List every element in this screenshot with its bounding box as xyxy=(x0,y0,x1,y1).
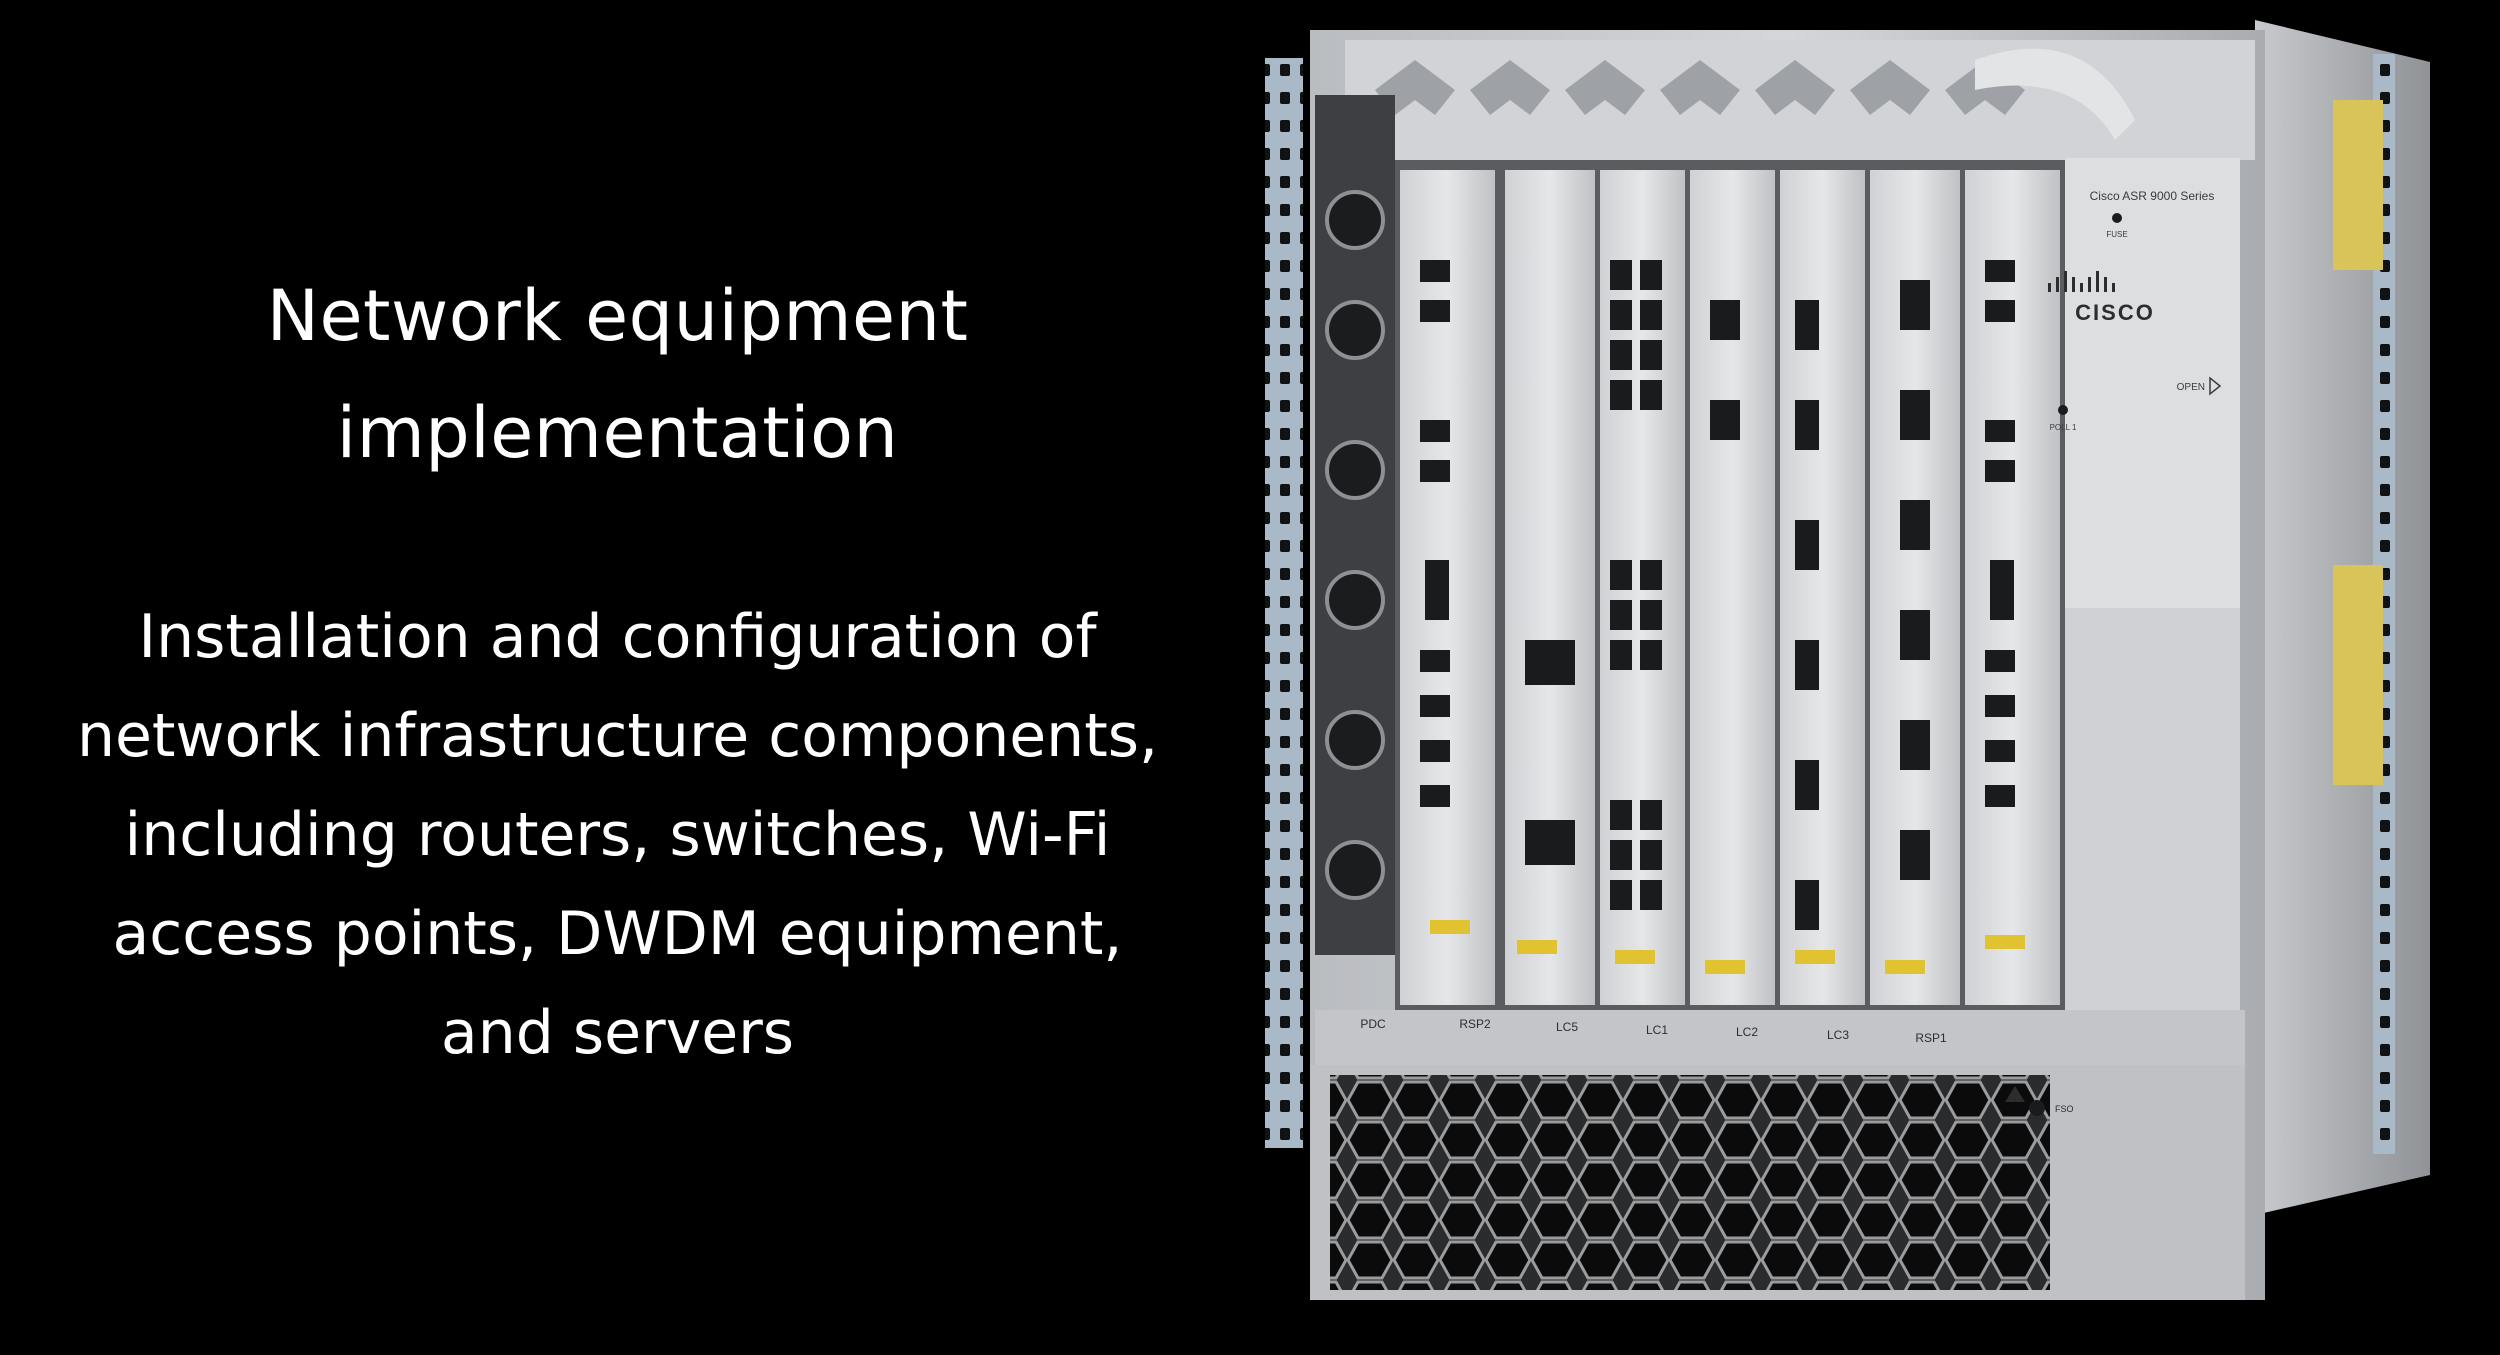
slot-label-lc5: LC5 xyxy=(1556,1020,1578,1034)
model-label: Cisco ASR 9000 Series xyxy=(2090,189,2215,203)
open-label: OPEN xyxy=(2177,382,2205,393)
description: Installation and configuration of networ… xyxy=(0,588,1235,1083)
slot-label-lc1: LC1 xyxy=(1646,1023,1668,1037)
router-chassis-illustration: Cisco ASR 9000 Series FUSE CISCO OPEN PO… xyxy=(1265,20,2430,1300)
side-info-label xyxy=(2333,565,2383,785)
right-rack-rail xyxy=(2373,54,2395,1154)
brand-label: CISCO xyxy=(2075,300,2155,325)
description-line-2: network infrastructure components, xyxy=(76,701,1159,771)
headline-line-2: implementation xyxy=(336,392,899,474)
router-chassis-photo: Cisco ASR 9000 Series FUSE CISCO OPEN PO… xyxy=(1255,0,2500,1355)
slot-label-lc2: LC2 xyxy=(1736,1025,1758,1039)
side-warning-label xyxy=(2333,100,2383,270)
slot-label-rsp2: RSP2 xyxy=(1459,1017,1491,1031)
warning-icon xyxy=(2005,1086,2025,1102)
headline: Network equipment implementation xyxy=(0,258,1235,492)
description-line-1: Installation and configuration of xyxy=(138,602,1097,672)
poll-label: POLL 1 xyxy=(2050,423,2077,432)
slot-label-strip xyxy=(1315,1010,2245,1065)
fuse-led xyxy=(2112,213,2122,223)
description-line-3: including routers, switches, Wi-Fi xyxy=(124,800,1111,870)
slot-label-pdc: PDC xyxy=(1360,1017,1386,1031)
fan-grille xyxy=(1330,1075,2050,1290)
fso-label: FSO xyxy=(2055,1104,2074,1114)
headline-line-1: Network equipment xyxy=(266,275,969,357)
poll-led xyxy=(2058,405,2068,415)
text-panel: Network equipment implementation Install… xyxy=(0,0,1235,1355)
description-line-5: and servers xyxy=(440,998,795,1068)
slot-label-rsp1: RSP1 xyxy=(1915,1031,1947,1045)
left-rack-rail xyxy=(1265,58,1303,1148)
front-logo-panel xyxy=(2065,158,2240,608)
open-arrow-icon xyxy=(2209,376,2222,396)
cisco-logo-icon xyxy=(2048,271,2115,292)
slot-label-lc3: LC3 xyxy=(1827,1028,1849,1042)
description-line-4: access points, DWDM equipment, xyxy=(112,899,1123,969)
fuse-label: FUSE xyxy=(2106,230,2127,239)
